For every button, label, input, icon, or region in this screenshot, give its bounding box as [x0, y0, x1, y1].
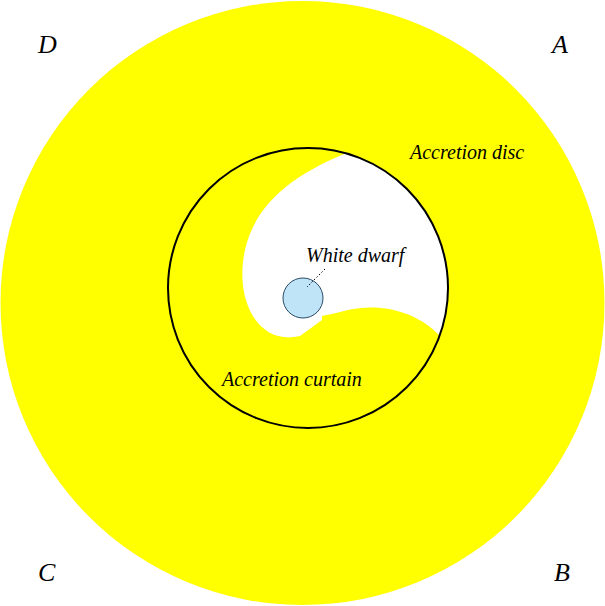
- region-label: Accretion disc: [410, 141, 524, 163]
- corner-letter: D: [38, 31, 57, 60]
- corner-letter: C: [38, 559, 55, 588]
- white-dwarf: [283, 278, 323, 318]
- corner-letter: B: [554, 559, 570, 588]
- magnetosphere-boundary: [168, 148, 448, 428]
- part-label: White dwarf: [306, 244, 404, 266]
- curtain-tip: [322, 309, 355, 322]
- magnetosphere-gap: [242, 153, 448, 337]
- corner-letter: A: [552, 31, 568, 60]
- leader-line: [307, 269, 325, 287]
- region-label: Accretion curtain: [222, 368, 362, 390]
